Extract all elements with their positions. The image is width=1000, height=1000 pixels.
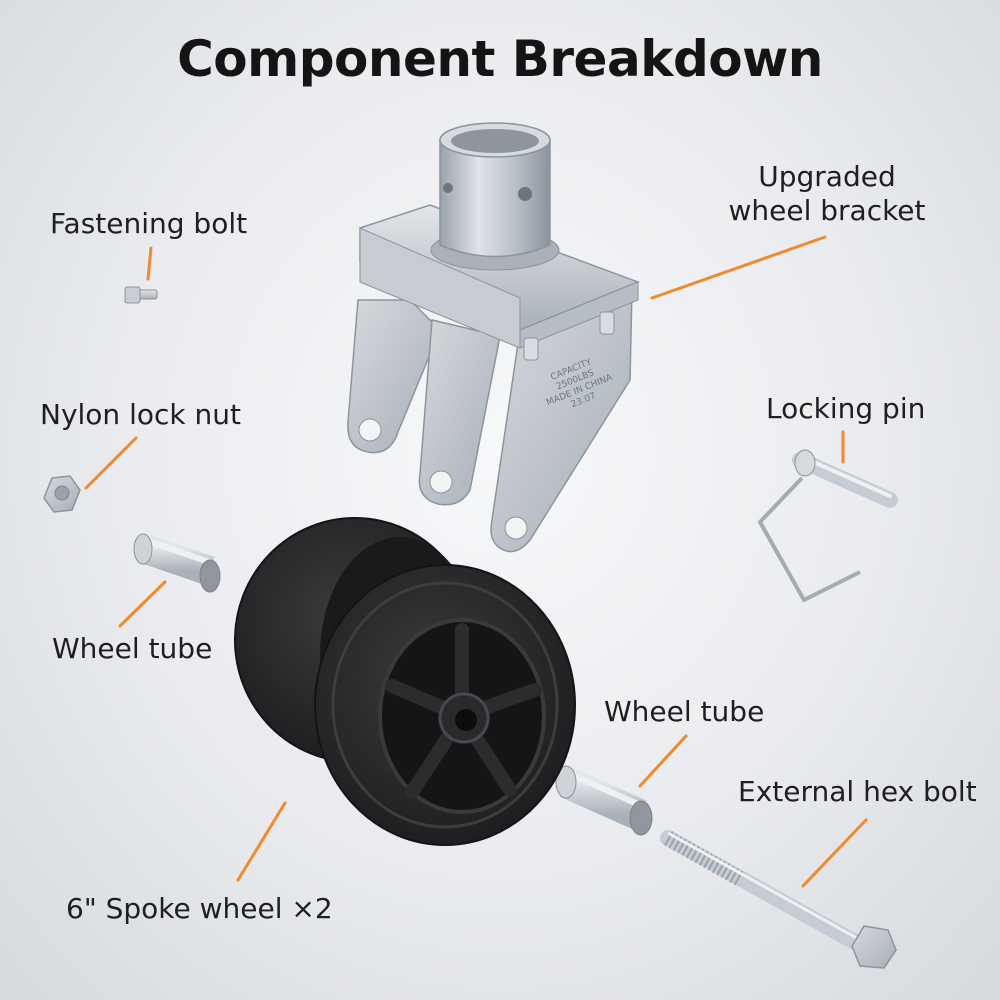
hex-bolt-icon	[660, 830, 897, 969]
wheel-tube-left-shade	[144, 537, 213, 566]
leader-spoke-wheel	[236, 801, 287, 882]
bracket-tube-hole-right	[518, 187, 532, 201]
bracket-hinge-right	[599, 311, 615, 335]
label-wheel-tube-left: Wheel tube	[52, 632, 213, 665]
leader-fastening-bolt	[146, 246, 153, 281]
leader-hex-bolt	[801, 818, 868, 888]
bracket-tube-opening	[451, 129, 539, 153]
hex-bolt-thread	[664, 831, 746, 887]
wheel-tube-left-end	[199, 559, 221, 593]
wheel-tube-right-end	[629, 800, 653, 836]
label-line: Upgraded	[758, 160, 896, 193]
page-title: Component Breakdown	[177, 30, 823, 88]
bracket-tube-body	[439, 139, 551, 258]
hex-bolt-head	[851, 925, 897, 969]
bracket-box-side	[359, 227, 521, 349]
label-nylon-lock-nut: Nylon lock nut	[40, 398, 241, 431]
leader-wheel-tube-left	[118, 580, 167, 628]
fastening-bolt-head	[124, 286, 141, 304]
label-wheel-tube-right: Wheel tube	[604, 695, 765, 728]
wheel-tube-icon	[555, 765, 653, 836]
wheel-bracket-icon: CAPACITY 2500LBS MADE IN CHINA 23.07	[347, 122, 641, 553]
front-tire-tread	[331, 581, 559, 829]
label-fastening-bolt: Fastening bolt	[50, 207, 248, 240]
bracket-left-plate-hole	[358, 418, 382, 442]
nut-hole	[54, 485, 70, 501]
bracket-hinge-left	[523, 337, 539, 361]
wheel-tube-icon	[133, 533, 221, 593]
wheel-tube-left-start	[133, 533, 153, 565]
label-external-hex-bolt: External hex bolt	[738, 775, 977, 808]
wheel-tube-right-shade	[566, 770, 644, 809]
wheel-tube-left-body	[138, 533, 215, 586]
hex-bolt-highlight	[667, 831, 863, 943]
leader-bracket	[650, 235, 827, 300]
bracket-tube-hole-left	[443, 183, 453, 193]
bracket-left-plate	[347, 299, 441, 454]
leader-wheel-tube-right	[638, 734, 688, 788]
label-locking-pin: Locking pin	[766, 392, 926, 425]
label-line: wheel bracket	[728, 194, 926, 227]
leader-lock-nut	[84, 436, 138, 490]
wheel-hub-hole	[455, 709, 477, 731]
label-spoke-wheel: 6" Spoke wheel ×2	[66, 892, 333, 925]
locking-pin-icon	[758, 449, 898, 602]
label-upgraded-wheel-bracket: Upgraded wheel bracket	[722, 160, 932, 228]
leader-lines	[84, 235, 868, 888]
fastening-bolt-icon	[124, 286, 158, 304]
locking-pin-spring	[758, 476, 861, 602]
wheel-tube-right-body	[559, 767, 647, 830]
hex-nut-icon	[43, 475, 81, 513]
bracket-middle-plate	[418, 319, 501, 506]
bracket-middle-plate-hole	[429, 470, 453, 494]
hex-bolt-shank	[660, 830, 870, 954]
locking-pin-head	[794, 449, 816, 477]
wheel-tube-right-start	[555, 765, 577, 799]
spoke-wheel-icon	[234, 517, 576, 846]
bracket-front-plate-hole	[504, 516, 528, 540]
